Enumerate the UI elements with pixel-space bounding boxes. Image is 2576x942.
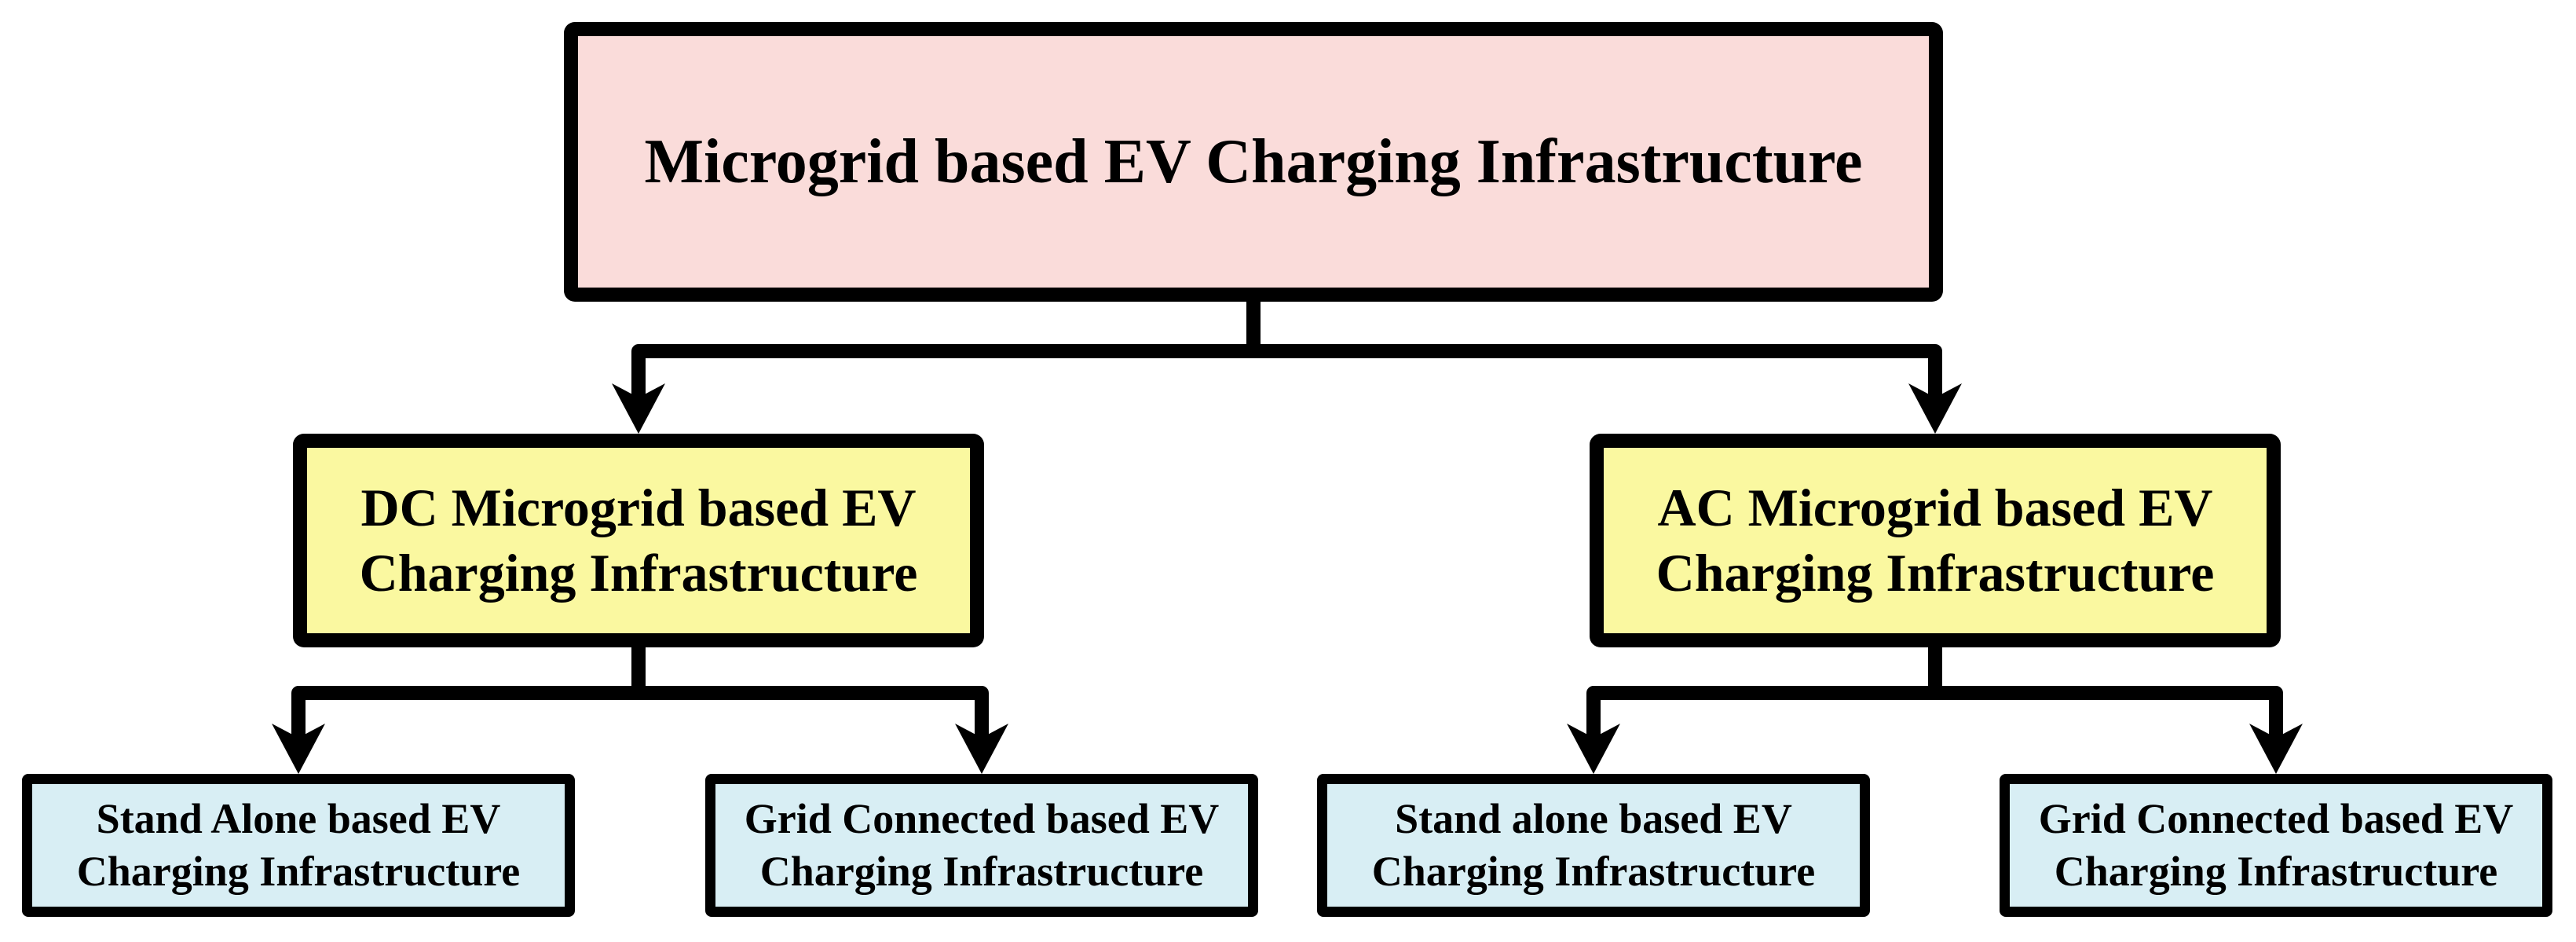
root-node-label: Microgrid based EV Charging Infrastructu… [644,127,1863,196]
arrowhead-into-ac-grid-connected [2249,724,2303,774]
leaf-node-dc-standalone-label: Stand Alone based EV Charging Infrastruc… [76,794,521,896]
branch-node-dc-label: DC Microgrid based EV Charging Infrastru… [359,478,918,603]
branch-node-ac-label: AC Microgrid based EV Charging Infrastru… [1656,478,2215,603]
branch-node-ac-microgrid: AC Microgrid based EV Charging Infrastru… [1590,434,2281,647]
leaf-node-ac-grid-connected: Grid Connected based EV Charging Infrast… [2000,774,2552,917]
arrowhead-into-ac [1908,383,1962,434]
connector-ac-to-leaves [1586,686,2283,742]
arrowhead-into-dc-standalone [272,724,325,774]
leaf-node-dc-standalone: Stand Alone based EV Charging Infrastruc… [22,774,575,917]
arrowhead-into-ac-standalone [1567,724,1620,774]
arrowhead-into-dc [612,383,665,434]
leaf-node-dc-grid-connected: Grid Connected based EV Charging Infrast… [705,774,1258,917]
root-node-microgrid-ev: Microgrid based EV Charging Infrastructu… [564,22,1943,302]
connector-dc-to-leaves [291,686,989,742]
arrowhead-into-dc-grid-connected [955,724,1008,774]
leaf-node-ac-standalone: Stand alone based EV Charging Infrastruc… [1317,774,1870,917]
leaf-node-dc-grid-connected-label: Grid Connected based EV Charging Infrast… [744,794,1220,896]
connector-root-to-branches [631,344,1942,402]
branch-node-dc-microgrid: DC Microgrid based EV Charging Infrastru… [293,434,984,647]
leaf-node-ac-grid-connected-label: Grid Connected based EV Charging Infrast… [2038,794,2514,896]
leaf-node-ac-standalone-label: Stand alone based EV Charging Infrastruc… [1371,794,1816,896]
